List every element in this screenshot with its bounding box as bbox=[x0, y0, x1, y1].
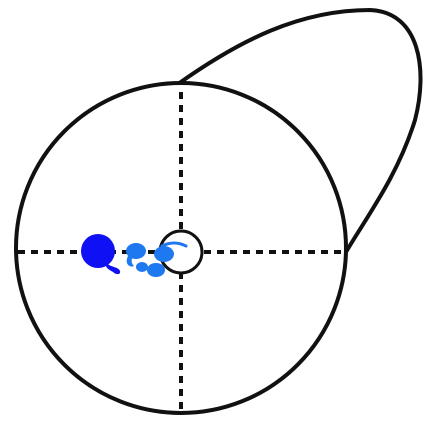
dark-blue-dot bbox=[81, 234, 115, 268]
light-blue-tail-1 bbox=[126, 256, 134, 267]
light-blue-dot-3 bbox=[136, 262, 148, 272]
outer-lobe-outline bbox=[176, 7, 423, 254]
light-blue-dot-4 bbox=[147, 263, 165, 277]
light-blue-dot-1 bbox=[126, 243, 146, 259]
light-blue-mark-cluster bbox=[126, 241, 188, 277]
dark-blue-mark bbox=[81, 234, 121, 275]
dark-blue-drip bbox=[105, 262, 121, 275]
light-blue-dot-2 bbox=[154, 246, 174, 262]
light-blue-streak bbox=[160, 241, 188, 248]
